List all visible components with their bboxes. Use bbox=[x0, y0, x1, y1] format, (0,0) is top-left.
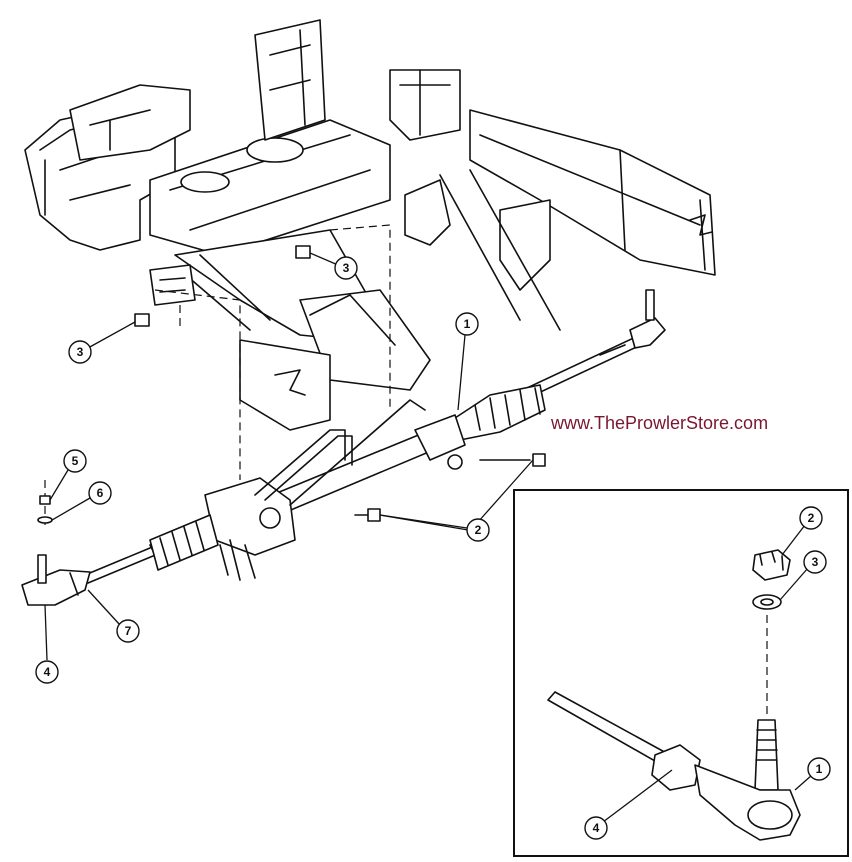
svg-text:1: 1 bbox=[464, 317, 471, 331]
svg-text:4: 4 bbox=[593, 821, 600, 835]
tie-rod-end-inset: 2 3 1 4 bbox=[513, 489, 849, 857]
callout-3-upper: 3 bbox=[334, 256, 358, 280]
svg-text:2: 2 bbox=[475, 523, 482, 537]
steering-rack bbox=[21, 245, 666, 606]
website-url: www.TheProwlerStore.com bbox=[551, 413, 769, 433]
assembly-lines bbox=[44, 224, 391, 525]
callout-1: 1 bbox=[455, 312, 479, 336]
main-callouts: 3 3 1 2 5 6 7 4 bbox=[35, 252, 534, 684]
inset-callout-1: 1 bbox=[807, 757, 831, 781]
inset-callout-4: 4 bbox=[584, 816, 608, 840]
svg-text:7: 7 bbox=[125, 624, 132, 638]
callout-6: 6 bbox=[88, 481, 112, 505]
callout-3-left: 3 bbox=[68, 340, 92, 364]
svg-text:4: 4 bbox=[44, 665, 51, 679]
callout-7: 7 bbox=[116, 619, 140, 643]
svg-text:3: 3 bbox=[343, 261, 350, 275]
svg-text:5: 5 bbox=[72, 454, 79, 468]
svg-text:1: 1 bbox=[816, 762, 823, 776]
callout-5: 5 bbox=[63, 449, 87, 473]
svg-text:2: 2 bbox=[808, 511, 815, 525]
svg-text:6: 6 bbox=[97, 486, 104, 500]
callout-4: 4 bbox=[35, 660, 59, 684]
inset-callout-2: 2 bbox=[799, 506, 823, 530]
svg-text:3: 3 bbox=[812, 555, 819, 569]
svg-text:3: 3 bbox=[77, 345, 84, 359]
callout-2: 2 bbox=[466, 518, 490, 542]
chassis-frame bbox=[24, 19, 716, 431]
inset-callout-3: 3 bbox=[803, 550, 827, 574]
